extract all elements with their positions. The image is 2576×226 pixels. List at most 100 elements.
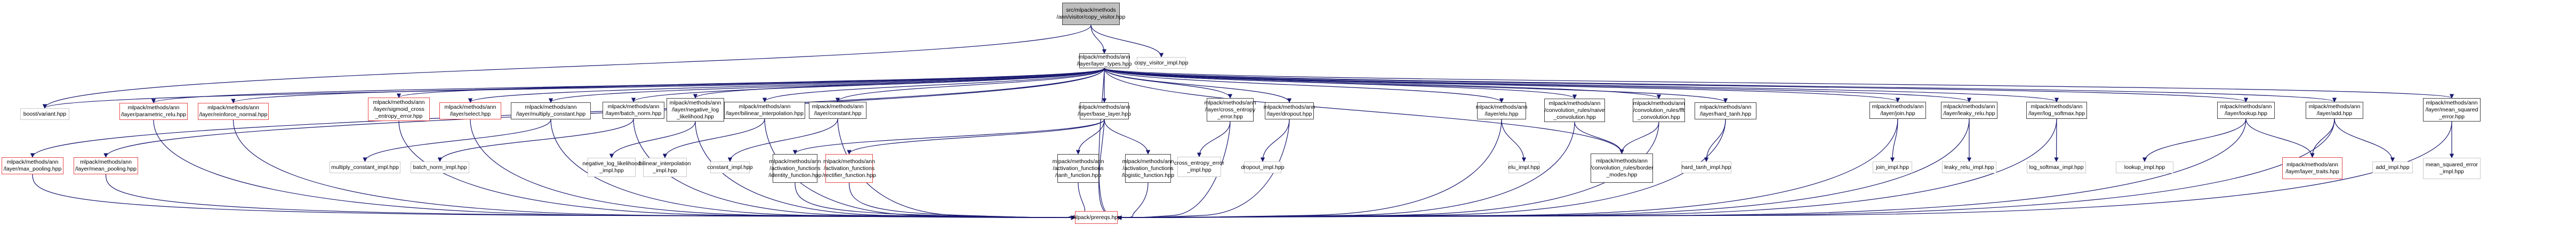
- node-label: mlpack/methods/ann /activation_functions…: [768, 158, 822, 179]
- edge-mse-to-prereqs: [1117, 121, 2452, 220]
- node-label: mlpack/methods/ann /layer/layer_traits.h…: [2285, 161, 2339, 175]
- node-base-layer[interactable]: mlpack/methods/ann /layer/base_layer.hpp: [1078, 102, 1131, 119]
- node-constant[interactable]: mlpack/methods/ann /layer/constant.hpp: [809, 102, 866, 119]
- edge-layer-types-to-fft-conv: [1104, 68, 1661, 99]
- edge-layer-types-to-border-modes: [1104, 68, 1624, 154]
- node-label: mlpack/methods/ann /convolution_rules/bo…: [1590, 158, 1654, 178]
- edge-join-to-prereqs: [1117, 118, 1898, 220]
- edge-elu-to-prereqs: [1117, 119, 1502, 220]
- node-select[interactable]: mlpack/methods/ann /layer/select.hpp: [439, 102, 501, 119]
- node-bilinear-impl[interactable]: bilinear_interpolation _impl.hpp: [639, 158, 691, 177]
- node-hard-tanh-impl[interactable]: hard_tanh_impl.hpp: [1681, 162, 1731, 173]
- node-copy-visitor-impl[interactable]: copy_visitor_impl.hpp: [1135, 57, 1188, 69]
- node-label: mlpack/methods/ann /convolution_rules/na…: [1544, 100, 1605, 120]
- node-fft-conv[interactable]: mlpack/methods/ann /convolution_rules/ff…: [1633, 99, 1685, 122]
- node-reinforce-normal[interactable]: mlpack/methods/ann /layer/reinforce_norm…: [198, 103, 269, 120]
- node-label: mlpack/methods/ann /layer/cross_entropy …: [1204, 99, 1256, 120]
- node-border-modes[interactable]: mlpack/methods/ann /convolution_rules/bo…: [1591, 154, 1653, 183]
- node-label: mlpack/methods/ann /layer/sigmoid_cross …: [373, 99, 425, 119]
- node-layer-traits[interactable]: mlpack/methods/ann /layer/layer_traits.h…: [2282, 157, 2342, 179]
- edge-base-layer-to-tanh-fn: [1076, 119, 1105, 155]
- edge-constant-to-prereqs: [837, 118, 1076, 220]
- edge-lookup-to-lookup-impl: [2142, 118, 2246, 162]
- node-prereqs[interactable]: mlpack/prereqs.hpp: [1071, 211, 1121, 224]
- node-mse[interactable]: mlpack/methods/ann /layer/mean_squared _…: [2423, 98, 2481, 122]
- edge-mean-pooling-to-prereqs: [105, 174, 1076, 220]
- node-batch-norm-impl[interactable]: batch_norm_impl.hpp: [411, 162, 469, 173]
- node-label: cross_entropy_error _impl.hpp: [1174, 160, 1224, 173]
- edge-layer-types-to-mse: [1104, 68, 2454, 99]
- node-label: mlpack/methods/ann /layer/leaky_relu.hpp: [1943, 103, 1995, 117]
- node-add[interactable]: mlpack/methods/ann /layer/add.hpp: [2306, 102, 2363, 119]
- node-label: mean_squared_error _impl.hpp: [2425, 162, 2478, 175]
- node-max-pooling[interactable]: mlpack/methods/ann /layer/max_pooling.hp…: [2, 157, 63, 174]
- node-label: mlpack/methods/ann /activation_functions…: [1121, 158, 1175, 179]
- node-label: mlpack/methods/ann /layer/bilinear_inter…: [726, 103, 804, 117]
- node-label: batch_norm_impl.hpp: [413, 164, 467, 171]
- node-leaky-relu-impl[interactable]: leaky_relu_impl.hpp: [1942, 162, 1996, 173]
- edge-naive-conv-to-border-modes: [1574, 122, 1624, 154]
- node-label: mlpack/methods/ann /layer/multiply_const…: [516, 104, 586, 117]
- node-label: mlpack/methods/ann /layer/hard_tanh.hpp: [1699, 104, 1752, 117]
- node-label: hard_tanh_impl.hpp: [1681, 164, 1731, 171]
- edge-layer-types-to-lookup: [1104, 68, 2248, 102]
- node-identity-fn[interactable]: mlpack/methods/ann /activation_functions…: [768, 154, 822, 183]
- node-sigmoid-cross[interactable]: mlpack/methods/ann /layer/sigmoid_cross …: [368, 98, 430, 121]
- node-leaky-relu[interactable]: mlpack/methods/ann /layer/leaky_relu.hpp: [1941, 102, 1997, 119]
- node-logistic-fn[interactable]: mlpack/methods/ann /activation_functions…: [1121, 154, 1175, 183]
- node-label: mlpack/methods/ann /convolution_rules/ff…: [1633, 100, 1685, 120]
- edge-base-layer-to-rectifier-fn: [847, 119, 1105, 155]
- node-join-impl[interactable]: join_impl.hpp: [1873, 162, 1912, 173]
- node-label: mlpack/methods/ann /layer/elu.hpp: [1475, 104, 1528, 117]
- node-label: mlpack/methods/ann /activation_functions…: [822, 158, 876, 179]
- node-lookup[interactable]: mlpack/methods/ann /layer/lookup.hpp: [2217, 102, 2275, 119]
- node-elu[interactable]: mlpack/methods/ann /layer/elu.hpp: [1475, 102, 1528, 119]
- node-negative-log[interactable]: mlpack/methods/ann /layer/negative_log _…: [667, 98, 724, 122]
- node-layer-types[interactable]: mlpack/methods/ann /layer/layer_types.hp…: [1077, 53, 1131, 68]
- node-rectifier-fn[interactable]: mlpack/methods/ann /activation_functions…: [822, 154, 876, 183]
- node-boost-variant[interactable]: boost/variant.hpp: [20, 108, 69, 120]
- node-label: add_impl.hpp: [2376, 164, 2410, 171]
- node-label: mlpack/methods/ann /layer/mean_squared _…: [2425, 99, 2478, 120]
- node-batch-norm[interactable]: mlpack/methods/ann /layer/batch_norm.hpp: [603, 102, 664, 119]
- node-label: mlpack/methods/ann /layer/log_softmax.hp…: [2028, 103, 2085, 117]
- node-bilinear[interactable]: mlpack/methods/ann /layer/bilinear_inter…: [724, 102, 805, 119]
- edge-elu-to-elu-impl: [1501, 119, 1527, 162]
- node-label: boost/variant.hpp: [23, 110, 67, 117]
- node-label: mlpack/prereqs.hpp: [1071, 214, 1121, 221]
- node-hard-tanh[interactable]: mlpack/methods/ann /layer/hard_tanh.hpp: [1695, 102, 1756, 119]
- edge-bilinear-to-bilinear-impl: [662, 118, 765, 158]
- edge-base-layer-to-logistic-fn: [1104, 119, 1151, 155]
- node-join[interactable]: mlpack/methods/ann /layer/join.hpp: [1869, 102, 1926, 119]
- node-parametric-relu[interactable]: mlpack/methods/ann /layer/parametric_rel…: [119, 103, 188, 120]
- node-label: lookup_impl.hpp: [2124, 164, 2165, 171]
- node-label: mlpack/methods/ann /layer/base_layer.hpp: [1078, 104, 1131, 117]
- node-lookup-impl[interactable]: lookup_impl.hpp: [2116, 162, 2173, 173]
- node-constant-impl[interactable]: constant_impl.hpp: [707, 162, 753, 173]
- node-elu-impl[interactable]: elu_impl.hpp: [1508, 162, 1540, 173]
- node-dropout[interactable]: mlpack/methods/ann /layer/dropout.hpp: [1263, 102, 1315, 119]
- node-log-softmax-impl[interactable]: log_softmax_impl.hpp: [2027, 162, 2086, 173]
- edge-layer-types-to-dropout: [1104, 68, 1292, 103]
- edge-layer-types-to-negative-log: [693, 68, 1105, 99]
- node-tanh-fn[interactable]: mlpack/methods/ann /activation_functions…: [1053, 154, 1104, 183]
- node-log-softmax[interactable]: mlpack/methods/ann /layer/log_softmax.hp…: [2026, 102, 2087, 119]
- node-label: mlpack/methods/ann /layer/max_pooling.hp…: [3, 159, 62, 172]
- edge-layer-types-to-reinforce-normal: [231, 68, 1105, 103]
- node-multiply-constant-impl[interactable]: multiply_constant_impl.hpp: [330, 162, 400, 173]
- edge-add-to-add-impl: [2334, 118, 2395, 162]
- edge-root-to-layer-types: [1090, 25, 1107, 54]
- node-naive-conv[interactable]: mlpack/methods/ann /convolution_rules/na…: [1544, 99, 1605, 122]
- node-multiply-constant[interactable]: mlpack/methods/ann /layer/multiply_const…: [511, 102, 591, 119]
- node-label: mlpack/methods/ann /layer/reinforce_norm…: [199, 104, 268, 118]
- node-dropout-impl[interactable]: dropout_impl.hpp: [1241, 162, 1285, 173]
- node-root[interactable]: src/mlpack/methods /ann/visitor/copy_vis…: [1057, 3, 1126, 25]
- node-mean-pooling[interactable]: mlpack/methods/ann /layer/mean_pooling.h…: [74, 157, 138, 174]
- node-negative-log-impl[interactable]: negative_log_likelihood _impl.hpp: [582, 158, 641, 177]
- edge-layer-types-to-boost-variant: [43, 68, 1105, 109]
- node-label: mlpack/methods/ann /layer/dropout.hpp: [1263, 104, 1315, 117]
- node-add-impl[interactable]: add_impl.hpp: [2372, 162, 2413, 173]
- node-cross-entropy-impl[interactable]: cross_entropy_error _impl.hpp: [1174, 157, 1224, 177]
- node-cross-entropy[interactable]: mlpack/methods/ann /layer/cross_entropy …: [1204, 98, 1256, 122]
- node-mse-impl[interactable]: mean_squared_error _impl.hpp: [2423, 158, 2481, 179]
